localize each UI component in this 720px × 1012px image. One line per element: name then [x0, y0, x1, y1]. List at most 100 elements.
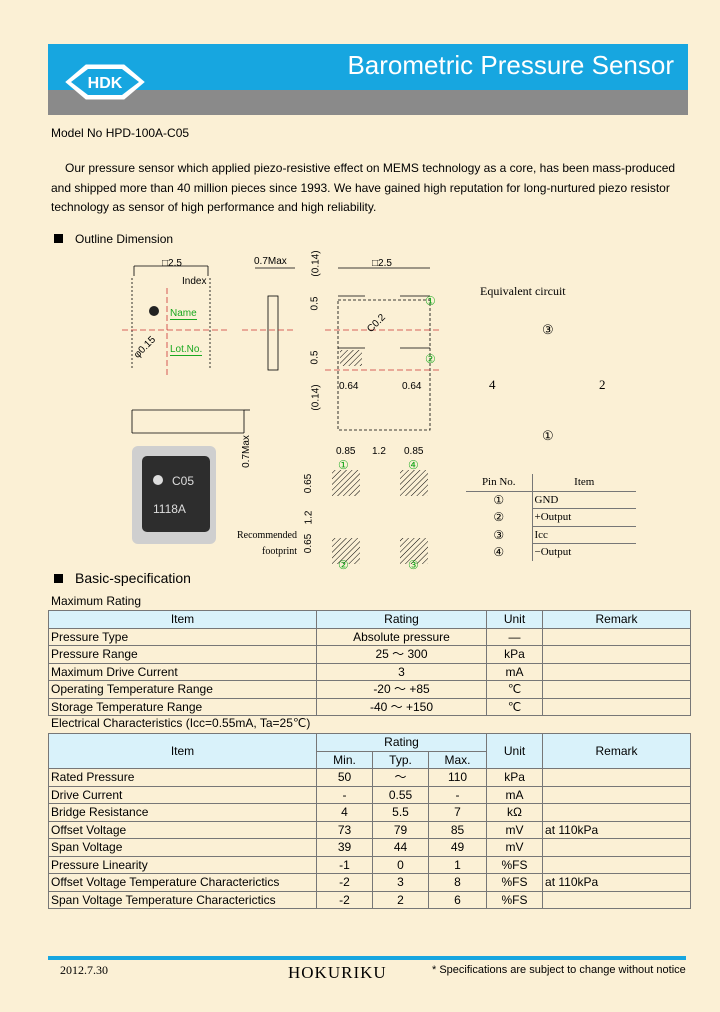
dim-fp-left2: 1.2 [303, 510, 315, 525]
dim-lot: Lot.No. [170, 344, 203, 356]
pin-label-fp3: ③ [408, 558, 419, 572]
hdk-logo: HDK [65, 64, 145, 100]
cell [542, 627, 691, 646]
dim-index: Index [182, 276, 207, 287]
electrical-caption: Electrical Characteristics (Icc=0.55mA, … [51, 716, 311, 730]
cell: 50 [316, 768, 373, 787]
cell: 7 [427, 803, 488, 822]
cell: 5.5 [372, 803, 429, 822]
header-bar [48, 44, 688, 90]
cell: Absolute pressure [316, 627, 487, 646]
cell: -20 ～ +85 [316, 680, 487, 699]
cell: -1 [316, 855, 373, 874]
cell: -2 [316, 890, 373, 909]
dim-fp-top1: 0.85 [336, 446, 356, 457]
cell [542, 855, 692, 874]
col-header: Unit [486, 733, 544, 769]
footer-company: HOKURIKU [288, 963, 387, 982]
table-row: Operating Temperature Range-20 ～ +85℃ [48, 680, 691, 699]
cell: at 110kPa [542, 820, 692, 839]
dim-bottom-width: □2.5 [372, 258, 392, 269]
cell: Operating Temperature Range [48, 680, 317, 699]
circuit-node-3: ③ [542, 322, 554, 337]
cell: Pressure Range [48, 645, 317, 664]
cell: 0 [372, 855, 429, 874]
table-row: Span Voltage Temperature Characterictics… [48, 890, 692, 909]
pin-cell: ① [466, 491, 533, 509]
cell: 110 [427, 768, 488, 787]
cell: Bridge Resistance [48, 803, 317, 822]
col-header: Remark [542, 733, 692, 769]
col-header: Min. [316, 750, 373, 769]
cell [542, 680, 691, 699]
dim-front-max: 0.7Max [240, 435, 252, 468]
cell: -2 [316, 873, 373, 892]
cell: 25 ～ 300 [316, 645, 487, 664]
col-header: Rating [316, 610, 487, 629]
pin-cell: +Output [532, 508, 636, 527]
col-header: Unit [486, 610, 543, 629]
outline-drawing [122, 265, 440, 564]
col-header: Typ. [372, 750, 429, 769]
cell: %FS [486, 873, 544, 892]
cell: 44 [372, 838, 429, 857]
intro-paragraph: Our pressure sensor which applied piezo-… [51, 161, 676, 214]
footer-note: * Specifications are subject to change w… [432, 964, 686, 976]
electrical-table: Item Rating Unit Remark Min. Typ. Max. R… [48, 733, 692, 909]
circuit-node-4: 4 [489, 377, 496, 392]
bullet-square-icon [54, 234, 63, 243]
dim-014-a: (0.14) [310, 250, 322, 277]
footprint-label: footprint [262, 546, 297, 557]
col-header: Item [48, 610, 317, 629]
cell: ― [486, 627, 543, 646]
pin-cell: −Output [534, 546, 572, 559]
cell: 6 [427, 890, 488, 909]
dim-side-max: 0.7Max [254, 256, 287, 267]
cell: -40 ～ +150 [316, 697, 487, 716]
pin-label-1: ① [425, 294, 436, 308]
cell: mA [486, 785, 544, 804]
pin-table-header-pin: Pin No. [466, 474, 533, 492]
pin-cell: ② [466, 508, 533, 526]
dim-fp-left3: 0.65 [303, 533, 315, 554]
cell: 1 [427, 855, 488, 874]
col-header: Remark [542, 610, 691, 629]
cell [542, 838, 692, 857]
circuit-node-2: 2 [599, 377, 606, 392]
basic-heading-text: Basic-specification [75, 570, 191, 586]
cell: Drive Current [48, 785, 317, 804]
cell: ℃ [486, 697, 543, 716]
outline-heading: Outline Dimension [54, 232, 173, 246]
cell: %FS [486, 855, 544, 874]
col-header: Rating [315, 733, 488, 752]
outline-heading-text: Outline Dimension [75, 232, 174, 246]
pin-label-fp4: ④ [408, 458, 419, 472]
cell [542, 697, 691, 716]
cell: - [427, 785, 488, 804]
cell [542, 645, 691, 664]
dim-name: Name [170, 308, 197, 320]
max-rating-caption: Maximum Rating [51, 594, 142, 608]
pin-cell: Icc [532, 526, 636, 544]
dim-fp-left1: 0.65 [303, 473, 315, 494]
circuit-node-1: ① [542, 428, 554, 443]
footer-rule [48, 956, 686, 960]
dim-05-a: 0.5 [309, 296, 321, 311]
cell: ～ [372, 768, 429, 787]
dim-05-b: 0.5 [309, 350, 321, 365]
cell: Span Voltage [48, 838, 317, 857]
cell: ℃ [486, 680, 543, 699]
cell: 79 [372, 820, 429, 839]
col-header: Max. [427, 750, 488, 769]
cell: 3 [316, 662, 487, 681]
dim-top-width: □2.5 [162, 258, 182, 269]
cell: - [316, 785, 373, 804]
pin-cell: GND [532, 491, 636, 509]
recommended-label: Recommended [237, 530, 297, 541]
cell [542, 785, 692, 804]
cell: kΩ [486, 803, 544, 822]
table-row: Offset Voltage Temperature Charactericti… [48, 873, 692, 892]
